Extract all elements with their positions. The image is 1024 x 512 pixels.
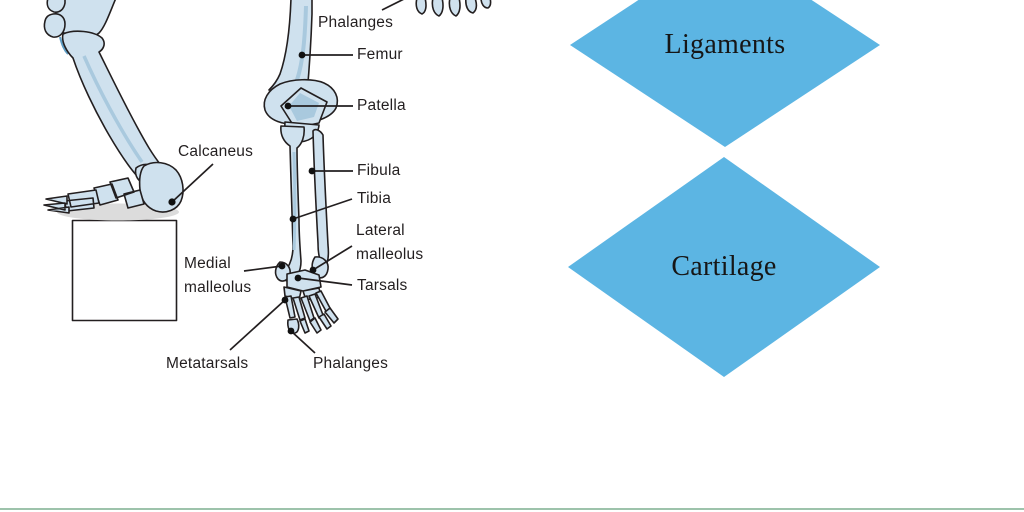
lateral-leg-figure [43,0,184,322]
dot-metatarsals [281,296,289,304]
ligament-strand [59,36,69,55]
tibia-highlight [82,55,144,163]
label-medial-malleolus: Medial malleolus [184,255,252,296]
label-tarsals: Tarsals [357,277,408,294]
metatarsal-bones-lateral [63,189,100,212]
bottom-divider-line [0,508,1024,510]
label-fibula: Fibula [357,162,401,179]
calcaneus-bone [138,161,184,213]
tibia-shaft-shading [292,151,297,251]
label-patella: Patella [357,97,406,114]
label-phalanges-bottom: Phalanges [313,355,389,372]
femur-shaft-shading [295,5,308,81]
label-metatarsals: Metatarsals [166,355,249,372]
label-lateral-malleolus: Lateral malleolus [356,222,424,263]
support-box [71,219,178,322]
dot-femur [298,51,306,59]
label-calcaneus: Calcaneus [178,143,254,160]
leader-lateral-malleolus [312,245,353,271]
answer-diamond-cartilage-label: Cartilage [671,251,777,282]
label-tibia: Tibia [357,190,392,207]
patella-lateral [43,13,66,38]
phalanx-bones-lateral [43,195,70,214]
leader-calcaneus [171,163,214,203]
answer-diamond-ligaments-label: Ligaments [664,29,786,60]
dot-patella [284,102,292,110]
dot-phalanges-bottom [287,327,295,335]
bone-fragment [46,0,66,13]
leader-metatarsals [229,299,286,351]
leader-phalanges-top [381,0,404,11]
label-phalanges-top: Phalanges [318,14,394,31]
phalanx-bones-anterior [287,307,339,334]
dot-calcaneus [168,198,176,206]
fibula-anterior [312,128,330,269]
label-femur: Femur [357,46,403,63]
tarsal-bones-lateral [93,177,145,209]
leader-medial-malleolus [243,265,283,272]
leader-phalanges-bottom [290,330,316,354]
dot-tarsals [294,274,302,282]
patella-shading [289,93,319,121]
dot-tibia [289,215,297,223]
anterior-leg-figure [263,0,492,334]
phalanx-bones-top-cut [415,0,492,17]
leader-tarsals [297,277,353,286]
tibia-anterior [280,125,305,282]
leader-dots [168,51,317,335]
leader-tibia [292,198,353,220]
leader-lines [171,0,404,354]
dot-lateral-malleolus [309,266,317,274]
dot-medial-malleolus [278,262,286,270]
dot-fibula [308,167,316,175]
